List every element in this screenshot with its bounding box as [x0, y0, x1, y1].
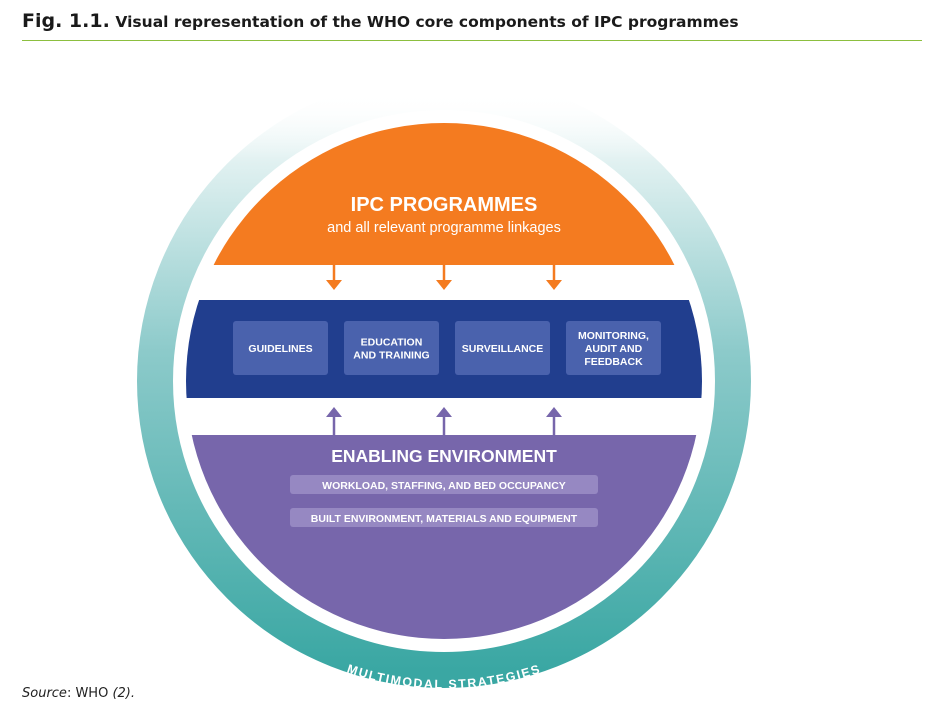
down-arrows [326, 265, 562, 290]
up-arrow-icon [436, 407, 452, 435]
down-arrow-icon [326, 265, 342, 290]
up-arrows [326, 407, 562, 435]
enabling-environment-heading: ENABLING ENVIRONMENT [331, 446, 557, 466]
component-box-surveillance [455, 321, 550, 375]
down-arrow-icon [436, 265, 452, 290]
source-label: Source [22, 686, 67, 701]
down-arrow-icon [546, 265, 562, 290]
figure-title-text: Visual representation of the WHO core co… [115, 13, 739, 31]
up-arrow-icon [326, 407, 342, 435]
component-label-guidelines: GUIDELINES [248, 343, 312, 355]
component-label-surveillance: SURVEILLANCE [462, 343, 543, 355]
component-label-education-and-training: AND TRAINING [353, 350, 429, 362]
component-label-education-and-training: EDUCATION [361, 337, 423, 349]
component-label-monitoring-audit-feedback: MONITORING, [578, 330, 649, 342]
source-note: Source: WHO (2). [22, 686, 136, 701]
up-arrow-icon [546, 407, 562, 435]
component-box-guidelines [233, 321, 328, 375]
enabling-item-box [290, 475, 598, 494]
figure-title: Fig. 1.1. Visual representation of the W… [22, 10, 739, 32]
component-box-monitoring-audit-feedback [566, 321, 661, 375]
ipc-programmes-subheading: and all relevant programme linkages [327, 220, 561, 236]
figure-number: Fig. 1.1. [22, 10, 110, 32]
multimodal-strategies-ring [137, 74, 751, 688]
ipc-programmes-heading: IPC PROGRAMMES [351, 194, 538, 216]
enabling-item-built-environment: BUILT ENVIRONMENT, MATERIALS AND EQUIPME… [311, 513, 578, 525]
enabling-item-box [290, 508, 598, 527]
source-org: WHO [75, 686, 109, 701]
component-label-monitoring-audit-feedback: FEEDBACK [584, 356, 643, 368]
title-divider [22, 40, 922, 41]
component-box-education-and-training [344, 321, 439, 375]
component-label-monitoring-audit-feedback: AUDIT AND [585, 343, 643, 355]
enabling-item-workload: WORKLOAD, STAFFING, AND BED OCCUPANCY [322, 480, 566, 492]
source-reference: (2). [112, 686, 136, 701]
